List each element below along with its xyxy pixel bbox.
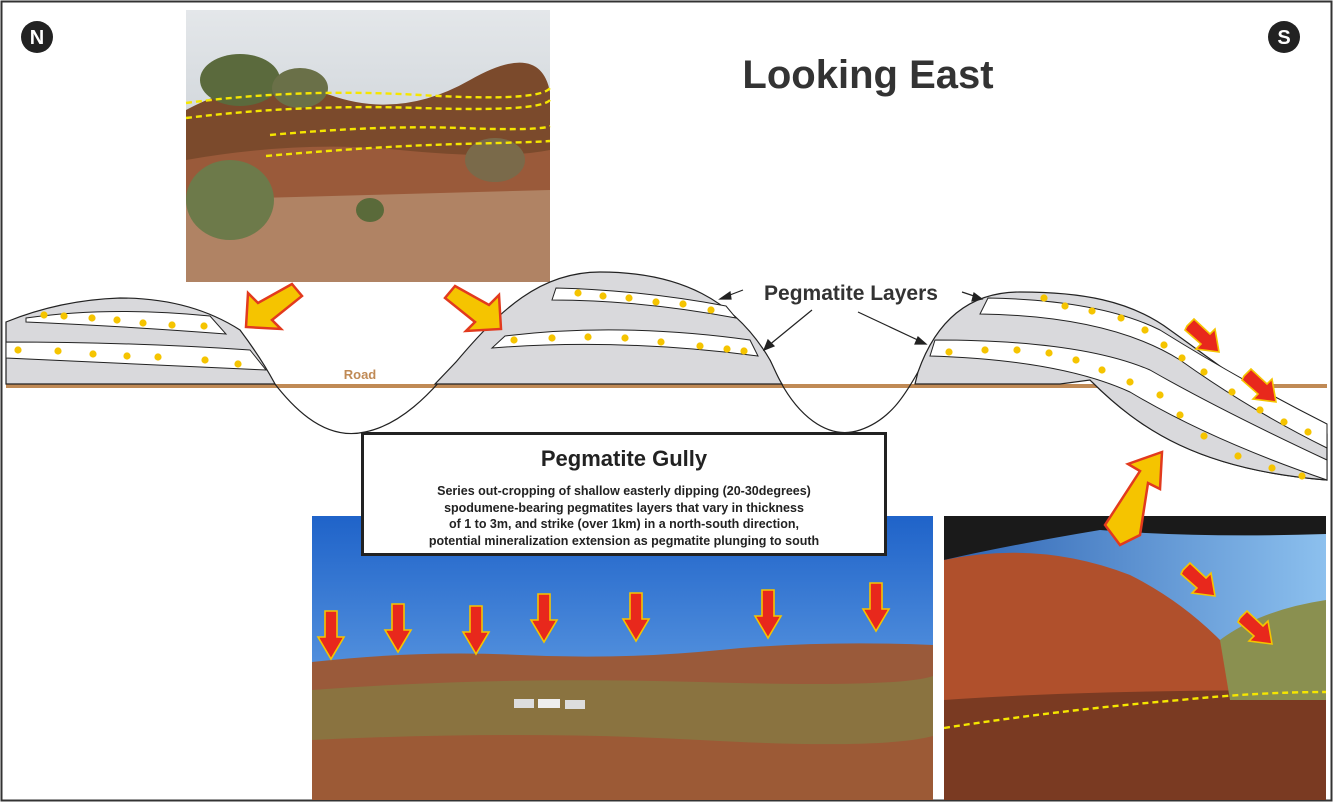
gully-down-arrow: [861, 582, 891, 633]
pegmatite-dot: [548, 334, 556, 342]
dip-arrow-2: [1241, 367, 1277, 403]
pegmatite-dot: [88, 314, 96, 322]
south-label: S: [1277, 27, 1290, 49]
pegmatite-dot: [1013, 346, 1021, 354]
pegmatite-layers-label: Pegmatite Layers: [764, 282, 938, 305]
pegmatite-dot: [981, 346, 989, 354]
pegmatite-dot: [14, 346, 22, 354]
callout-description: Series out-cropping of shallow easterly …: [428, 484, 820, 548]
pegmatite-dot: [1304, 428, 1312, 436]
pegmatite-dot: [123, 352, 131, 360]
red-dip-arrows: [1180, 317, 1277, 645]
pegmatite-dot: [1268, 464, 1276, 472]
pegmatite-dot: [200, 322, 208, 330]
pegmatite-dot: [1061, 302, 1069, 310]
pegmatite-dot: [510, 336, 518, 344]
pegmatite-dot: [574, 289, 582, 297]
outcrop-photo: [186, 10, 550, 282]
diagram-title: Looking East: [742, 53, 993, 97]
pegmatite-dot: [154, 353, 162, 361]
pegmatite-dot: [168, 321, 176, 329]
yellow-pointer-arrows: [244, 282, 1164, 547]
gully-down-arrow: [383, 603, 413, 654]
arrow-to-left-hill: [244, 282, 304, 331]
pegmatite-dot: [1156, 391, 1164, 399]
pegmatite-dot: [723, 345, 731, 353]
pegmatite-dot: [89, 350, 97, 358]
road-label: Road: [344, 367, 377, 382]
pegmatite-dot: [1200, 368, 1208, 376]
pegmatite-dot: [54, 347, 62, 355]
arrow-to-middle-hill: [443, 284, 503, 333]
pegmatite-dot: [1256, 406, 1264, 414]
pegmatite-dot: [1200, 432, 1208, 440]
pegmatite-dot: [1040, 294, 1048, 302]
pegmatite-dot: [139, 319, 147, 327]
gully-down-arrow: [529, 593, 559, 644]
gully-down-arrow: [621, 592, 651, 643]
pegmatite-dot: [621, 334, 629, 342]
pegmatite-dot: [1280, 418, 1288, 426]
pegmatite-dot: [1088, 307, 1096, 315]
pegmatite-dot: [1234, 452, 1242, 460]
pegmatite-dot: [1176, 411, 1184, 419]
dip-arrow-3: [1180, 561, 1216, 597]
north-marker: N: [21, 21, 53, 53]
pegmatite-dot: [696, 342, 704, 350]
outcrop-closeup-photo: [943, 516, 1327, 800]
north-label: N: [30, 27, 44, 49]
right-hill: [914, 291, 1328, 481]
pegmatite-dot: [625, 294, 633, 302]
arrow-from-closeup: [1103, 450, 1164, 547]
middle-hill: [433, 271, 784, 385]
pegmatite-dot: [60, 312, 68, 320]
left-hill: [5, 297, 276, 385]
gully-down-arrow: [753, 589, 783, 640]
gully-down-arrow: [316, 610, 346, 661]
pegmatite-dot: [113, 316, 121, 324]
pegmatite-dot: [740, 347, 748, 355]
dip-arrow-4: [1237, 609, 1273, 645]
pegmatite-dot: [234, 360, 242, 368]
pegmatite-dot: [945, 348, 953, 356]
pegmatite-dot: [584, 333, 592, 341]
pegmatite-dot: [40, 311, 48, 319]
pegmatite-dot: [1178, 354, 1186, 362]
south-marker: S: [1268, 21, 1300, 53]
pegmatite-dot: [1160, 341, 1168, 349]
pegmatite-dot: [599, 292, 607, 300]
pegmatite-dot: [1228, 388, 1236, 396]
pegmatite-dot: [1117, 314, 1125, 322]
gully-down-arrow: [461, 605, 491, 656]
pegmatite-dot: [1141, 326, 1149, 334]
outcrop-dashed-layers: [185, 87, 551, 158]
pegmatite-dot: [707, 306, 715, 314]
pegmatite-dot: [652, 298, 660, 306]
pegmatite-dot: [1072, 356, 1080, 364]
pegmatite-dot: [1298, 472, 1306, 480]
callout-title: Pegmatite Gully: [540, 446, 708, 471]
pegmatite-gully-callout: Pegmatite Gully Series out-cropping of s…: [361, 432, 887, 556]
pegmatite-dot: [201, 356, 209, 364]
pegmatite-dot: [679, 300, 687, 308]
pegmatite-dot: [1098, 366, 1106, 374]
gully-down-arrows: [316, 582, 891, 661]
pegmatite-dot: [657, 338, 665, 346]
dip-arrow-1: [1184, 317, 1220, 353]
pegmatite-dot: [1126, 378, 1134, 386]
pegmatite-dot: [1045, 349, 1053, 357]
label-pointers: [718, 289, 984, 352]
pegmatite-dots: [14, 289, 1312, 480]
gully-photo: [312, 516, 933, 800]
